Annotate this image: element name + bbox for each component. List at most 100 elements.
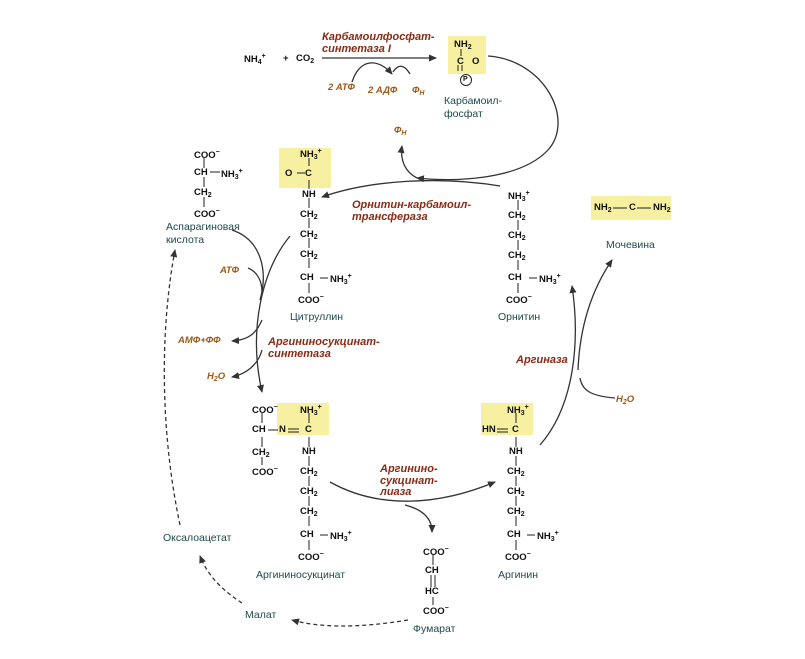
atp-adp-curl bbox=[351, 62, 393, 83]
as-coo-bottom: COO− bbox=[252, 466, 278, 478]
carbamoyl-group-highlight bbox=[448, 36, 486, 74]
citrulline-carbamoyl-highlight bbox=[279, 148, 331, 188]
as-coo: COO− bbox=[298, 551, 324, 563]
cp-p: P bbox=[463, 76, 468, 83]
atp2-label: 2 АТФ bbox=[328, 82, 355, 93]
arginase-enzyme-label: Аргиназа bbox=[516, 354, 568, 366]
asl-enzyme-label: Аргинино-сукцинат-лиаза bbox=[380, 463, 438, 499]
asp-ch2: CH2 bbox=[194, 187, 212, 199]
orn-ch2-3: CH2 bbox=[508, 250, 526, 262]
fum-hc: HC bbox=[425, 586, 439, 597]
asp-coo-bottom: COO− bbox=[194, 208, 220, 220]
citrulline-name: Цитруллин bbox=[290, 311, 344, 323]
h2o-in-label: H2O bbox=[616, 394, 635, 406]
arg-nh: NH bbox=[509, 446, 523, 457]
fum-ch: CH bbox=[425, 565, 439, 576]
as-ch2-1: CH2 bbox=[300, 466, 318, 478]
oxaloacetate-name: Оксалоацетат bbox=[163, 532, 232, 544]
otc-enzyme-label: Орнитин-карбамоил-трансфераза bbox=[352, 199, 472, 223]
argininosuccinate-name: Аргининосукцинат bbox=[256, 569, 346, 581]
cit-ch: CH bbox=[300, 272, 314, 283]
amp-ppi-label: АМФ+ФФ bbox=[178, 335, 221, 346]
pi-label: ФН bbox=[412, 85, 425, 97]
oxaloacetate-to-aspartate bbox=[163, 249, 181, 526]
ornithine-name: Орнитин bbox=[498, 311, 541, 323]
ass-enzyme-label: Аргининосукцинат-синтетаза bbox=[268, 336, 380, 360]
as-ch2-2: CH2 bbox=[300, 486, 318, 498]
cit-c: C bbox=[305, 168, 312, 179]
arg-ch2-3: CH2 bbox=[507, 506, 525, 518]
as-ch2-3: CH2 bbox=[300, 506, 318, 518]
cit-nh3: NH3+ bbox=[300, 148, 322, 161]
cp-o: O bbox=[472, 56, 480, 67]
asl-arrow bbox=[329, 481, 496, 502]
asp-nh3: NH3+ bbox=[221, 168, 243, 181]
otc-arrow bbox=[321, 179, 501, 198]
argininosuccinate-guanidino-highlight bbox=[277, 403, 329, 435]
asp-coo-top: COO− bbox=[194, 149, 220, 161]
fum-coo-top: COO− bbox=[423, 546, 449, 558]
as-ch: CH bbox=[300, 529, 314, 540]
as-nh: NH bbox=[302, 446, 316, 457]
orn-ch2-1: CH2 bbox=[508, 210, 526, 222]
cps1-enzyme-label: Карбамоилфосфат-синтетаза I bbox=[322, 31, 435, 55]
cit-nh: NH bbox=[302, 189, 316, 200]
fumarate-to-malate bbox=[291, 618, 409, 627]
amp-ppi-exit bbox=[231, 319, 263, 345]
asp-ch: CH bbox=[194, 167, 208, 178]
arginine-name: Аргинин bbox=[498, 569, 539, 581]
pi-release-arrow bbox=[397, 145, 418, 179]
as-nh3-side: NH3+ bbox=[330, 530, 352, 543]
nh4-label: NH4+ bbox=[244, 53, 266, 66]
arg-ch2-2: CH2 bbox=[507, 486, 525, 498]
cp-c: C bbox=[457, 56, 464, 67]
cit-nh3-side: NH3+ bbox=[330, 273, 352, 286]
cit-ch2-1: CH2 bbox=[300, 209, 318, 221]
malate-to-oxaloacetate bbox=[199, 555, 243, 604]
cit-ch2-3: CH2 bbox=[300, 249, 318, 261]
orn-ch: CH bbox=[508, 272, 522, 283]
cit-ch2-2: CH2 bbox=[300, 229, 318, 241]
arg-nh3-side: NH3+ bbox=[537, 530, 559, 543]
as-n: N bbox=[279, 424, 286, 435]
arg-nh3: NH3+ bbox=[507, 404, 529, 417]
malate-name: Малат bbox=[245, 609, 277, 621]
ass-arrow bbox=[255, 235, 291, 393]
orn-nh3-top: NH3+ bbox=[508, 190, 530, 203]
fum-coo-bottom: COO− bbox=[423, 605, 449, 617]
arg-ch: CH bbox=[507, 529, 521, 540]
urea-release-arrow bbox=[577, 259, 613, 371]
adp2-label: 2 АДФ bbox=[368, 85, 398, 96]
plus-label: + bbox=[283, 53, 289, 64]
arg-hn: HN bbox=[482, 424, 496, 435]
h2o-exit bbox=[231, 349, 263, 379]
as-ch: CH bbox=[252, 424, 266, 435]
urea-name: Мочевина bbox=[606, 239, 655, 251]
urea-highlight bbox=[591, 196, 671, 220]
phosphate-circle bbox=[460, 74, 472, 86]
arg-coo: COO− bbox=[505, 551, 531, 563]
fumarate-branch bbox=[404, 504, 436, 533]
carbamoyl-to-cycle-arrow bbox=[416, 55, 559, 183]
pi-release-label: ФН bbox=[394, 125, 407, 137]
cit-coo: COO− bbox=[298, 294, 324, 306]
arg-ch2-1: CH2 bbox=[507, 466, 525, 478]
arg-c: C bbox=[512, 424, 519, 435]
urea-c: C bbox=[629, 202, 636, 213]
h2o-out-label: H2O bbox=[207, 371, 226, 383]
arginine-guanidino-highlight bbox=[481, 403, 533, 435]
as-nh3: NH3+ bbox=[300, 404, 322, 417]
carbamoyl-phosphate-name: Карбамоил-фосфат bbox=[444, 95, 502, 120]
as-ch2-left: CH2 bbox=[252, 447, 270, 459]
arginase-arrow bbox=[539, 285, 577, 446]
co2-label: CO2 bbox=[296, 53, 315, 65]
h2o-in-arrow bbox=[579, 377, 616, 399]
orn-coo: COO− bbox=[506, 294, 532, 306]
atp-label: АТФ bbox=[220, 265, 239, 276]
fumarate-name: Фумарат bbox=[413, 623, 456, 635]
urea-nh2-right: NH2 bbox=[653, 202, 671, 214]
cp-nh2: NH2 bbox=[454, 39, 472, 51]
